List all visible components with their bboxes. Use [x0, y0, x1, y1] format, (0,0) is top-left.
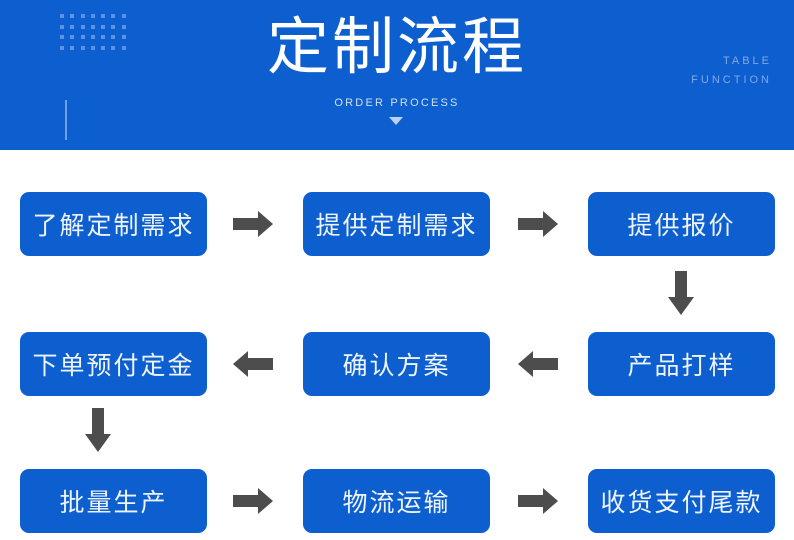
- flow-node[interactable]: 下单预付定金: [20, 332, 207, 396]
- banner-side-label: TABLE FUNCTION: [691, 52, 772, 90]
- banner-side-label-line2: FUNCTION: [691, 74, 772, 86]
- banner-side-label-line1: TABLE: [722, 55, 772, 67]
- arrow-right-icon: [518, 211, 558, 237]
- flow-node[interactable]: 提供报价: [588, 192, 775, 256]
- flow-node[interactable]: 物流运输: [303, 469, 490, 533]
- arrow-right-icon: [233, 488, 273, 514]
- arrow-right-icon: [518, 488, 558, 514]
- dot-grid-icon: [60, 14, 132, 56]
- arrow-down-icon: [85, 408, 111, 452]
- header-banner: 定制流程 ORDER PROCESS TABLE FUNCTION: [0, 0, 794, 150]
- flow-node[interactable]: 确认方案: [303, 332, 490, 396]
- flow-node[interactable]: 批量生产: [20, 469, 207, 533]
- flow-node[interactable]: 提供定制需求: [303, 192, 490, 256]
- arrow-down-icon: [668, 271, 694, 315]
- flow-node[interactable]: 产品打样: [588, 332, 775, 396]
- caret-down-icon: [389, 117, 403, 125]
- arrow-right-icon: [233, 211, 273, 237]
- process-flow-diagram: 了解定制需求 提供定制需求 提供报价 下单预付定金 确认方案 产品打样 批量生产…: [0, 150, 794, 540]
- flow-node[interactable]: 收货支付尾款: [588, 469, 775, 533]
- banner-accent-rule: [65, 100, 67, 140]
- page-title: 定制流程: [266, 13, 527, 82]
- arrow-left-icon: [233, 351, 273, 377]
- page-subtitle: ORDER PROCESS: [334, 97, 460, 109]
- arrow-left-icon: [518, 351, 558, 377]
- flow-node[interactable]: 了解定制需求: [20, 192, 207, 256]
